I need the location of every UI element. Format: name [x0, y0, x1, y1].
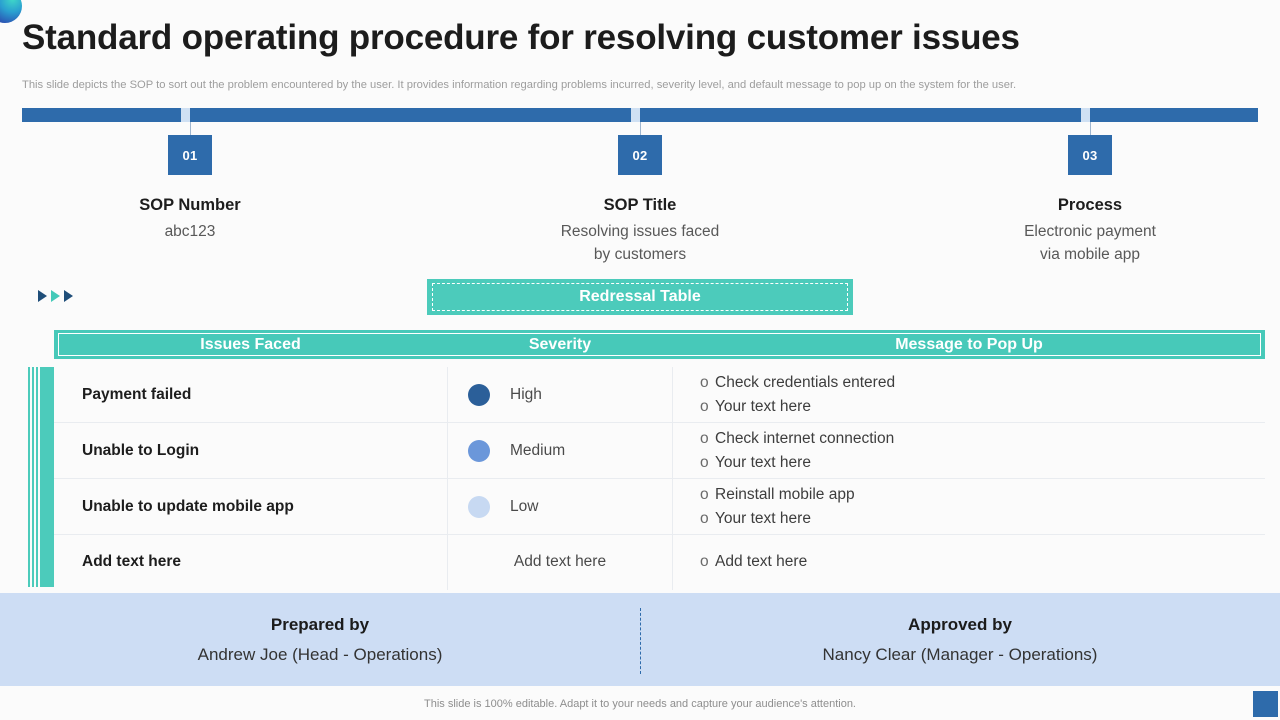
- message-text: Reinstall mobile app: [715, 485, 855, 503]
- cell-severity: Add text here: [447, 533, 673, 590]
- approved-by-title: Approved by: [908, 614, 1012, 634]
- accent-stripe: [32, 367, 34, 587]
- message-item: o Your text here: [700, 451, 1265, 475]
- message-text: Add text here: [715, 552, 808, 570]
- message-item: o Check internet connection: [700, 427, 1265, 451]
- cell-issue: Add text here: [82, 552, 182, 570]
- cell-severity: High: [447, 366, 673, 423]
- bar-segment: [190, 108, 631, 122]
- message-item: o Your text here: [700, 395, 1265, 419]
- page-subtitle: This slide depicts the SOP to sort out t…: [22, 79, 1017, 91]
- bar-segment: [640, 108, 1081, 122]
- step-title: SOP Title: [603, 196, 677, 214]
- severity-dot-icon: [468, 439, 490, 462]
- message-item: o Add text here: [700, 550, 1265, 574]
- severity-label: Medium: [510, 441, 566, 459]
- bullet-circle-icon: o: [700, 373, 709, 391]
- table-row[interactable]: Payment failed High o Check credentials e…: [54, 366, 1265, 423]
- step-description: Resolving issues faced by customers: [560, 223, 720, 264]
- editable-note: This slide is 100% editable. Adapt it to…: [424, 698, 856, 710]
- step-title: Process: [1057, 196, 1123, 214]
- table-row[interactable]: Add text here Add text here o Add text he…: [54, 533, 1265, 590]
- step-description: Electronic payment via mobile app: [1024, 223, 1156, 264]
- step-connector: [1089, 122, 1091, 135]
- step-description: abc123: [164, 223, 216, 240]
- message-item: o Your text here: [700, 507, 1265, 531]
- table-row[interactable]: Unable to Login Medium o Check internet c…: [54, 422, 1265, 479]
- step-01[interactable]: 01 SOP Number abc123: [40, 122, 340, 243]
- approved-by-block: Approved by Nancy Clear (Manager - Opera…: [640, 593, 1280, 686]
- accent-stripe: [40, 367, 54, 587]
- message-text: Check credentials entered: [715, 373, 896, 391]
- cell-issue: Payment failed: [82, 385, 192, 403]
- accent-stripe: [28, 367, 30, 587]
- prepared-by-block: Prepared by Andrew Joe (Head - Operation…: [0, 593, 640, 686]
- signature-divider: [640, 608, 641, 674]
- message-text: Your text here: [715, 397, 811, 415]
- table-body: Payment failed High o Check credentials e…: [54, 366, 1265, 590]
- bullet-circle-icon: o: [700, 397, 709, 415]
- table-row[interactable]: Unable to update mobile app Low o Reinsta…: [54, 478, 1265, 535]
- bar-segment: [22, 108, 181, 122]
- bullet-circle-icon: o: [700, 429, 709, 447]
- step-number-badge: 01: [168, 135, 212, 175]
- cell-severity: Medium: [447, 422, 673, 479]
- approved-by-name: Nancy Clear (Manager - Operations): [822, 644, 1098, 664]
- triangle-right-icon: [38, 290, 47, 302]
- message-item: o Reinstall mobile app: [700, 483, 1265, 507]
- bar-segment: [1090, 108, 1258, 122]
- bullet-circle-icon: o: [700, 552, 709, 570]
- redressal-table-badge: Redressal Table: [427, 279, 853, 315]
- bullet-circle-icon: o: [700, 509, 709, 527]
- message-text: Your text here: [715, 509, 811, 527]
- cell-issue: Unable to Login: [82, 441, 200, 459]
- severity-dot-icon: [468, 495, 490, 518]
- table-header-row: Issues Faced Severity Message to Pop Up: [54, 330, 1265, 359]
- triangle-right-icon: [64, 290, 73, 302]
- accent-stripe: [36, 367, 38, 587]
- step-03[interactable]: 03 Process Electronic payment via mobile…: [940, 122, 1240, 267]
- arrow-marker-group: [38, 290, 73, 302]
- prepared-by-name: Andrew Joe (Head - Operations): [197, 644, 443, 664]
- step-connector: [189, 122, 191, 135]
- message-item: o Check credentials entered: [700, 371, 1265, 395]
- bar-gap-marker: [181, 108, 190, 122]
- step-number-badge: 02: [618, 135, 662, 175]
- triangle-right-icon: [51, 290, 60, 302]
- step-connector: [639, 122, 641, 135]
- step-number-badge: 03: [1068, 135, 1112, 175]
- corner-accent-block: [1253, 691, 1278, 717]
- column-header-severity: Severity: [528, 335, 592, 353]
- message-text: Your text here: [715, 453, 811, 471]
- cell-issue: Unable to update mobile app: [82, 497, 294, 515]
- severity-label: Low: [510, 497, 539, 515]
- step-title: SOP Number: [139, 196, 241, 214]
- bar-gap-marker: [631, 108, 640, 122]
- bullet-circle-icon: o: [700, 453, 709, 471]
- severity-label: High: [510, 385, 542, 403]
- column-header-message: Message to Pop Up: [895, 335, 1043, 353]
- severity-label: Add text here: [513, 552, 607, 570]
- bar-gap-marker: [1081, 108, 1090, 122]
- redressal-table-label: Redressal Table: [579, 288, 701, 305]
- process-bar: [22, 108, 1258, 122]
- prepared-by-title: Prepared by: [270, 614, 370, 634]
- cell-message: o Add text here: [673, 550, 1265, 574]
- step-02[interactable]: 02 SOP Title Resolving issues faced by c…: [490, 122, 790, 267]
- severity-dot-icon: [468, 383, 490, 406]
- message-text: Check internet connection: [715, 429, 895, 447]
- brand-sphere-icon: [0, 0, 22, 23]
- bullet-circle-icon: o: [700, 485, 709, 503]
- cell-severity: Low: [447, 478, 673, 535]
- table-accent-stripes: [28, 367, 54, 587]
- column-header-issues-faced: Issues Faced: [200, 335, 301, 353]
- page-title: Standard operating procedure for resolvi…: [22, 18, 1020, 57]
